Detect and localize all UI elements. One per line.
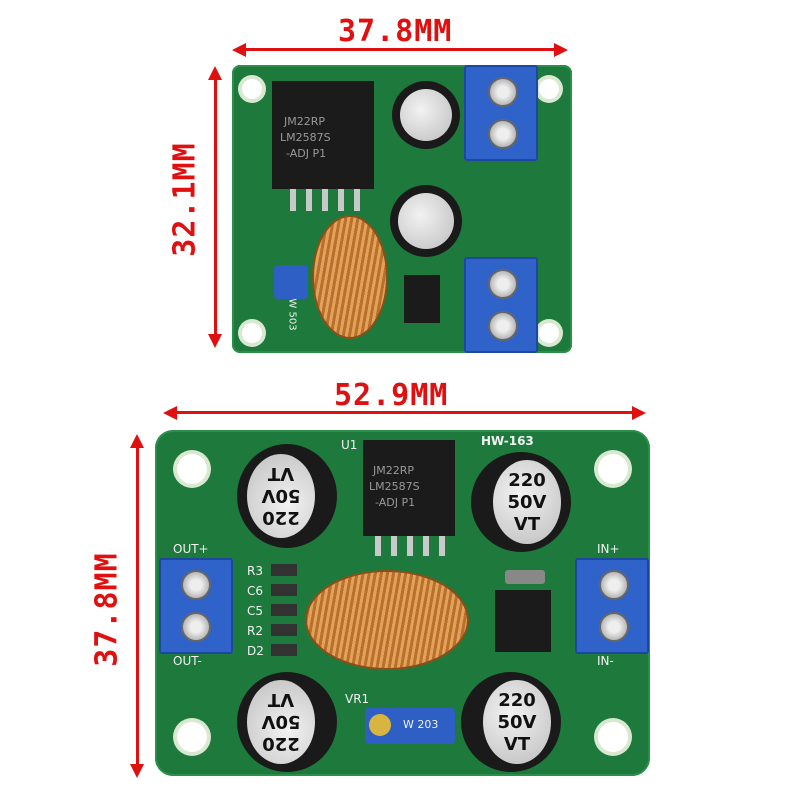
mounting-hole [539, 323, 559, 343]
chip-text: -ADJ P1 [286, 147, 327, 160]
model-label: HW-163 [481, 434, 534, 448]
capacitor [392, 81, 460, 149]
out-minus-label: OUT- [173, 654, 202, 668]
component-label: C6 [247, 584, 264, 598]
pot-text: W 203 [403, 718, 439, 731]
bottom-width-label: 52.9MM [334, 378, 449, 413]
arrow-head-icon [130, 764, 144, 778]
cap-text: 220 [508, 470, 546, 491]
cap-text: 220 [262, 507, 300, 528]
cap-text: 220 [262, 733, 300, 754]
resistor [505, 570, 545, 584]
diode [495, 590, 551, 652]
potentiometer: W 203 [365, 708, 455, 744]
regulator-chip: JM22RP LM2587S -ADJ P1 [363, 440, 455, 536]
top-height-label: 32.1MM [167, 142, 203, 257]
arrow-head-icon [208, 66, 222, 80]
cap-text: 50V [261, 485, 301, 506]
cap-text: VT [503, 734, 531, 755]
inductor-coil [305, 570, 469, 670]
component-label: C5 [247, 604, 264, 618]
arrow-head-icon [232, 43, 246, 57]
top-width-arrow [240, 48, 560, 51]
mounting-hole [177, 722, 207, 752]
input-terminal-block [575, 558, 649, 654]
bottom-height-arrow [136, 444, 139, 766]
chip-text: -ADJ P1 [375, 496, 416, 509]
in-minus-label: IN- [597, 654, 614, 668]
arrow-head-icon [130, 434, 144, 448]
top-pcb: JM22RP LM2587S -ADJ P1 W 503 [232, 65, 572, 353]
arrow-head-icon [208, 334, 222, 348]
mounting-hole [598, 454, 628, 484]
cap-text: 50V [507, 492, 547, 513]
u1-label: U1 [341, 438, 358, 452]
diode [404, 275, 440, 323]
chip-text: LM2587S [280, 131, 331, 144]
output-terminal-block [464, 257, 538, 353]
bottom-height-label: 37.8MM [89, 552, 125, 667]
arrow-head-icon [632, 406, 646, 420]
cap-text: VT [267, 689, 295, 710]
cap-text: VT [513, 514, 541, 535]
mounting-hole [177, 454, 207, 484]
inductor-coil [312, 215, 388, 339]
component-label: D2 [247, 644, 264, 658]
pot-text: W 503 [286, 298, 298, 331]
arrow-head-icon [554, 43, 568, 57]
component-label: R3 [247, 564, 263, 578]
chip-text: JM22RP [284, 115, 326, 128]
mounting-hole [598, 722, 628, 752]
vr1-label: VR1 [345, 692, 370, 706]
mounting-hole [242, 79, 262, 99]
arrow-head-icon [163, 406, 177, 420]
cap-text: 220 [498, 690, 536, 711]
input-terminal-block [464, 65, 538, 161]
top-width-label: 37.8MM [338, 14, 453, 49]
regulator-chip: JM22RP LM2587S -ADJ P1 [272, 81, 374, 189]
top-height-arrow [214, 76, 217, 338]
in-plus-label: IN+ [597, 542, 620, 556]
cap-text: 50V [261, 711, 301, 732]
cap-text: 50V [497, 712, 537, 733]
cap-text: VT [267, 463, 295, 484]
bottom-width-arrow [172, 411, 638, 414]
chip-text: JM22RP [373, 464, 415, 477]
adjust-screw-icon [369, 714, 391, 736]
component-label: R2 [247, 624, 263, 638]
mounting-hole [539, 79, 559, 99]
smd-components [271, 564, 297, 660]
mounting-hole [242, 323, 262, 343]
potentiometer: W 503 [274, 265, 308, 331]
chip-text: LM2587S [369, 480, 420, 493]
capacitor [390, 185, 462, 257]
output-terminal-block [159, 558, 233, 654]
out-plus-label: OUT+ [173, 542, 209, 556]
